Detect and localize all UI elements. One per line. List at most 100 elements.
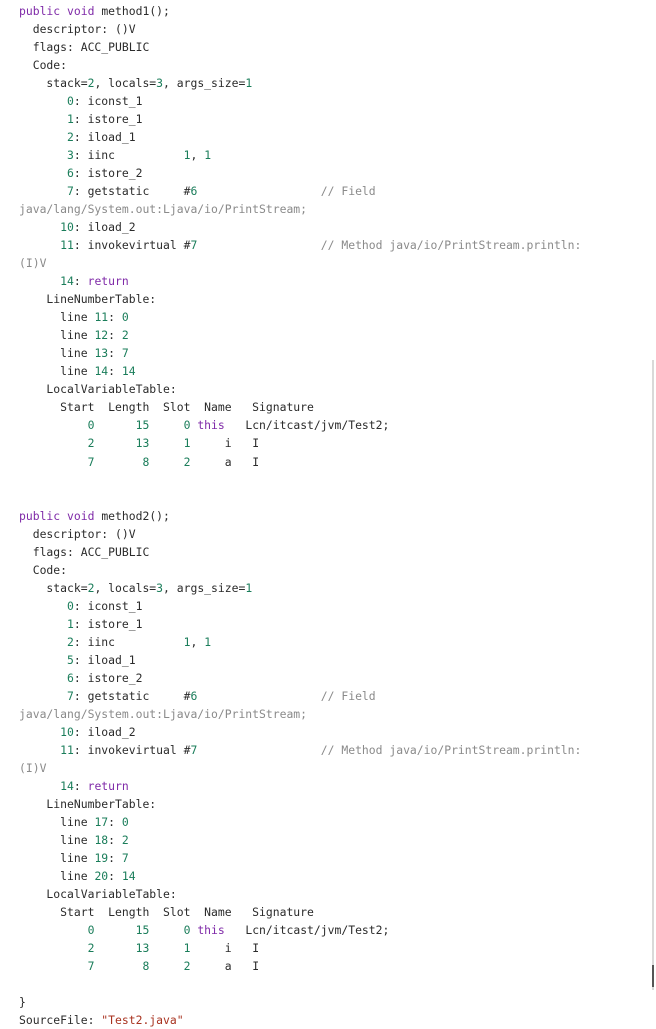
code-line: 1: istore_1	[19, 615, 142, 633]
code-line: (I)V	[19, 254, 46, 272]
code-token: return	[87, 274, 129, 289]
code-token: : iload_1	[73, 130, 136, 145]
code-line: line 17: 0	[19, 813, 129, 831]
code-token: 14	[60, 778, 74, 793]
code-line: LineNumberTable:	[19, 795, 156, 813]
code-token: :	[108, 328, 122, 343]
code-token	[19, 184, 67, 198]
code-token: 14	[121, 868, 136, 883]
code-token: return	[87, 778, 129, 793]
code-line: line 12: 2	[19, 326, 129, 344]
code-token: : iload_1	[73, 652, 136, 667]
code-token: 5	[67, 652, 74, 667]
code-token: 0	[183, 418, 191, 433]
code-token: : iload_2	[73, 220, 136, 235]
code-line: 3: iinc 1, 1	[19, 146, 211, 164]
code-token: : iload_2	[73, 724, 136, 739]
code-token	[19, 671, 67, 685]
code-token	[197, 238, 320, 252]
code-token: }	[19, 995, 26, 1010]
code-token	[197, 743, 320, 757]
code-line: 2: iinc 1, 1	[19, 633, 211, 651]
code-token: 1	[183, 436, 191, 451]
code-token: , args_size=	[163, 76, 246, 91]
code-token	[197, 184, 320, 198]
code-line: stack=2, locals=3, args_size=1	[19, 74, 252, 92]
code-token: 1	[67, 616, 74, 631]
code-token	[149, 455, 183, 469]
code-token: 1	[245, 580, 253, 595]
code-token: 15	[135, 418, 150, 433]
code-token: 1	[183, 634, 191, 649]
code-token: 0	[183, 923, 191, 938]
code-token	[197, 689, 320, 703]
code-line: 7: getstatic #6 // Field	[19, 182, 376, 200]
code-token	[19, 166, 67, 180]
code-token	[19, 148, 67, 162]
code-token: 2	[87, 76, 95, 91]
code-token: 0	[67, 94, 74, 109]
code-token: flags: ACC_PUBLIC	[19, 40, 150, 55]
code-line: 0 15 0 this Lcn/itcast/jvm/Test2;	[19, 921, 390, 939]
scrollbar-track[interactable]	[652, 360, 654, 990]
code-token	[94, 418, 135, 432]
code-token: ,	[190, 148, 205, 163]
code-token: : istore_2	[73, 670, 143, 685]
code-line: LocalVariableTable:	[19, 885, 177, 903]
code-token: 1	[67, 112, 74, 127]
code-token: line	[19, 328, 95, 343]
code-line: line 18: 2	[19, 831, 129, 849]
code-token	[19, 130, 67, 144]
code-token: Lcn/itcast/jvm/Test2;	[224, 923, 390, 938]
code-token: this	[197, 923, 225, 938]
code-token: 8	[142, 959, 150, 974]
code-token: // Method java/io/PrintStream.println:	[320, 742, 582, 757]
code-token: :	[108, 310, 122, 325]
code-token: 8	[142, 454, 150, 469]
code-token: 3	[156, 76, 164, 91]
code-token: // Method java/io/PrintStream.println:	[320, 238, 582, 253]
code-token: this	[197, 418, 225, 433]
code-token: SourceFile:	[19, 1013, 102, 1028]
code-token	[19, 725, 60, 739]
code-line: 0: iconst_1	[19, 92, 142, 110]
code-token: 2	[121, 832, 129, 847]
code-token	[94, 436, 135, 450]
code-token: :	[108, 346, 122, 361]
code-line: java/lang/System.out:Ljava/io/PrintStrea…	[19, 705, 307, 723]
code-token: void	[67, 508, 102, 523]
code-token: LocalVariableTable:	[19, 886, 177, 901]
code-token: 11	[60, 742, 74, 757]
code-token: : getstatic #	[73, 688, 191, 703]
code-token	[19, 238, 60, 252]
code-token: java/lang/System.out:Ljava/io/PrintStrea…	[19, 202, 308, 217]
code-token	[94, 941, 135, 955]
code-token: descriptor: ()V	[19, 526, 136, 541]
scrollbar-thumb[interactable]	[652, 965, 654, 987]
code-token: "Test2.java"	[101, 1013, 184, 1028]
code-line: 6: istore_2	[19, 164, 142, 182]
code-token: 3	[156, 580, 164, 595]
code-line: LineNumberTable:	[19, 290, 156, 308]
code-token: 7	[67, 688, 74, 703]
code-token: LineNumberTable:	[19, 292, 157, 307]
code-token: 6	[190, 184, 198, 199]
code-token: 3	[67, 148, 74, 163]
code-token: 0	[67, 598, 74, 613]
code-line: 10: iload_2	[19, 723, 136, 741]
code-token	[19, 779, 60, 793]
code-token: stack=	[19, 76, 88, 91]
code-token: 2	[87, 436, 95, 451]
code-token	[19, 689, 67, 703]
code-token: // Field	[320, 184, 376, 199]
code-line: line 14: 14	[19, 362, 135, 380]
code-token: 6	[67, 670, 74, 685]
code-token: 7	[67, 184, 74, 199]
code-line: line 11: 0	[19, 308, 129, 326]
code-token: 1	[204, 634, 212, 649]
code-token: 2	[121, 328, 129, 343]
code-line: (I)V	[19, 759, 46, 777]
code-line: Start Length Slot Name Signature	[19, 398, 314, 416]
code-token: : invokevirtual #	[73, 238, 191, 253]
code-token	[19, 941, 88, 955]
